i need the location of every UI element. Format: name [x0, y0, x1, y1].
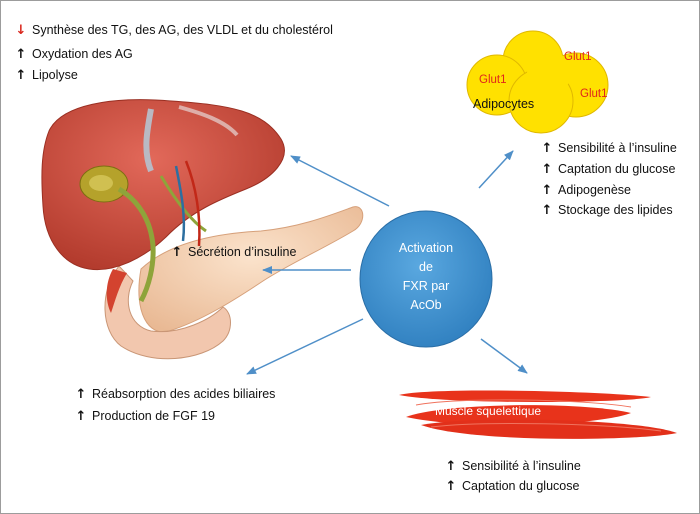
- muscle-illustration: [399, 390, 677, 439]
- liver-effect-synthesis: ↓Synthèse des TG, des AG, des VLDL et du…: [15, 23, 333, 38]
- gallbladder-illustration: [79, 160, 207, 303]
- up-arrow-icon: ↑: [15, 47, 27, 62]
- center-line: Activation: [398, 241, 454, 255]
- up-arrow-icon: ↑: [541, 203, 553, 218]
- adipocyte-effect-sensitivity: ↑Sensibilité à l’insuline: [541, 141, 677, 156]
- glut1-label: Glut1: [564, 51, 592, 63]
- intestine-illustration: [104, 265, 231, 360]
- center-line: FXR par: [402, 279, 450, 293]
- adipocytes-illustration: [466, 30, 609, 134]
- up-arrow-icon: ↑: [541, 183, 553, 198]
- glut1-label: Glut1: [479, 74, 507, 86]
- pancreas-effect-insulin: ↑Sécrétion d’insuline: [171, 245, 297, 260]
- adipocytes-label: Adipocytes: [473, 97, 535, 111]
- up-arrow-icon: ↑: [171, 245, 183, 260]
- effect-arrows: [246, 150, 528, 375]
- up-arrow-icon: ↑: [445, 459, 457, 474]
- glut1-label: Glut1: [580, 88, 608, 100]
- up-arrow-icon: ↑: [15, 68, 27, 83]
- up-arrow-icon: ↑: [541, 162, 553, 177]
- center-line: AcOb: [410, 298, 442, 312]
- up-arrow-icon: ↑: [75, 387, 87, 402]
- intestine-effect-fgf19: ↑Production de FGF 19: [75, 409, 215, 424]
- up-arrow-icon: ↑: [445, 479, 457, 494]
- liver-effect-oxidation: ↑Oxydation des AG: [15, 47, 133, 62]
- intestine-effect-reabsorption: ↑Réabsorption des acides biliaires: [75, 387, 276, 402]
- up-arrow-icon: ↑: [75, 409, 87, 424]
- fxr-activation-circle: [359, 210, 493, 348]
- up-arrow-icon: ↑: [541, 141, 553, 156]
- adipocyte-effect-adipogenesis: ↑Adipogenèse: [541, 183, 631, 198]
- adipocyte-effect-lipid-storage: ↑Stockage des lipides: [541, 203, 673, 218]
- muscle-effect-glucose-uptake: ↑Captation du glucose: [445, 479, 580, 494]
- down-arrow-icon: ↓: [15, 23, 27, 38]
- liver-illustration: [41, 99, 285, 271]
- liver-effect-lipolysis: ↑Lipolyse: [15, 68, 78, 83]
- adipocyte-effect-glucose-uptake: ↑Captation du glucose: [541, 162, 676, 177]
- muscle-effect-sensitivity: ↑Sensibilité à l’insuline: [445, 459, 581, 474]
- fxr-activation-label: Activation de FXR par AcOb: [361, 239, 491, 315]
- muscle-label: Muscle squelettique: [435, 404, 542, 418]
- center-line: de: [419, 260, 433, 274]
